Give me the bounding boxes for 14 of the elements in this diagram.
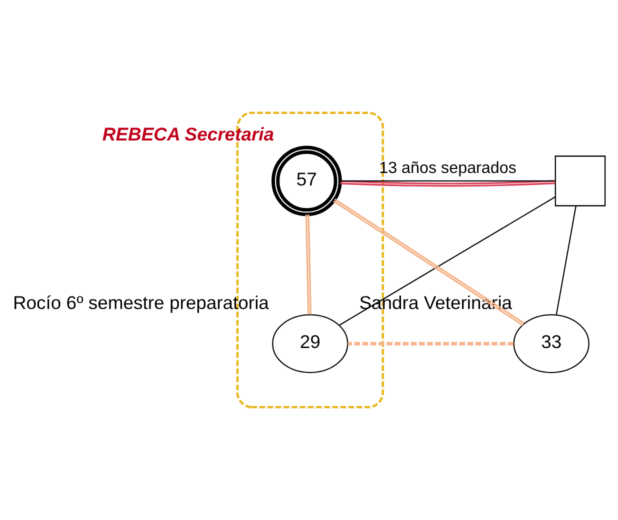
connector bbox=[348, 342, 514, 346]
node-circle: 57 bbox=[272, 146, 342, 216]
connector bbox=[339, 196, 556, 326]
connector bbox=[340, 180, 556, 182]
node-ellipse: 33 bbox=[513, 314, 590, 374]
connector bbox=[333, 198, 525, 326]
edge-label: 13 años separados bbox=[379, 159, 516, 178]
node-label: Rocío 6º semestre preparatoria bbox=[12, 292, 269, 313]
node-label: REBECA Secretaria bbox=[102, 123, 274, 144]
node-box bbox=[554, 156, 606, 206]
connector bbox=[305, 214, 312, 314]
connector bbox=[556, 206, 577, 316]
connector bbox=[340, 180, 556, 187]
node-ellipse: 29 bbox=[272, 314, 348, 374]
